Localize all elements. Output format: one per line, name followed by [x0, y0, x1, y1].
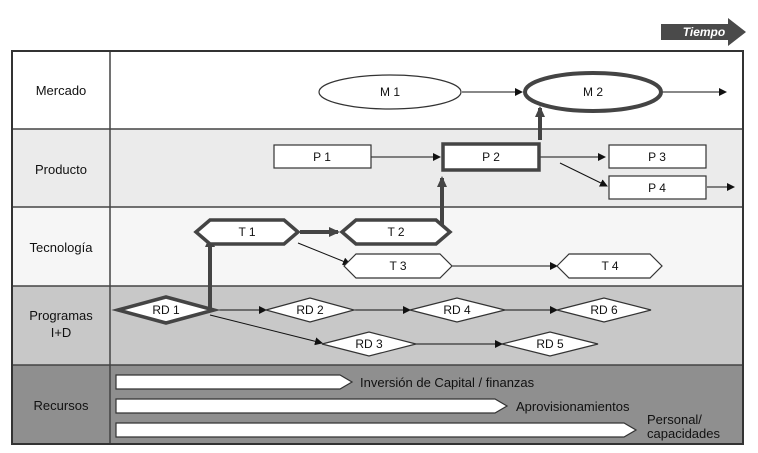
- product-p2-label: P 2: [482, 150, 500, 164]
- technology-t1-label: T 1: [238, 225, 255, 239]
- row-label-programas-line2: I+D: [51, 325, 72, 340]
- program-rd6-node: [556, 297, 652, 323]
- product-p1-node: [273, 144, 372, 169]
- row-label-producto: Producto: [35, 162, 87, 177]
- timeline-arrow: Tiempo: [661, 18, 746, 46]
- program-rd3-label: RD 3: [355, 337, 383, 351]
- technology-t4-label: T 4: [601, 259, 618, 273]
- program-rd5-label: RD 5: [536, 337, 564, 351]
- technology-t3-label: T 3: [389, 259, 406, 273]
- resource-capital-bar: [115, 374, 354, 390]
- program-rd4-node: [409, 297, 506, 323]
- product-p1-label: P 1: [313, 150, 331, 164]
- program-rd5-node: [501, 331, 599, 357]
- market-m2-node: [523, 71, 663, 113]
- market-m2-label: M 2: [583, 85, 603, 99]
- resource-staff-bar: [115, 422, 638, 438]
- row-label-tecnologia: Tecnología: [30, 240, 94, 255]
- program-rd1-label: RD 1: [152, 303, 180, 317]
- product-p4-node: [608, 175, 707, 200]
- product-items: P 1 P 2 P 3 P 4: [273, 142, 707, 200]
- resource-supply-bar: [115, 398, 509, 414]
- timeline-label: Tiempo: [683, 25, 725, 39]
- technology-t3-node: [343, 253, 453, 279]
- resource-capital-label: Inversión de Capital / finanzas: [360, 375, 535, 390]
- technology-t4-node: [556, 253, 663, 279]
- row-label-mercado: Mercado: [36, 83, 87, 98]
- row-label-recursos: Recursos: [34, 398, 89, 413]
- row-labels: Mercado Producto Tecnología Programas I+…: [29, 83, 93, 413]
- program-rd2-label: RD 2: [296, 303, 324, 317]
- row-label-programas-line1: Programas: [29, 308, 93, 323]
- technology-t1-node: [193, 218, 301, 246]
- market-items: M 1 M 2: [318, 71, 663, 113]
- technology-t2-node: [339, 218, 453, 246]
- product-p3-label: P 3: [648, 150, 666, 164]
- resource-staff-label-line2: capacidades: [647, 426, 720, 441]
- resource-supply-label: Aprovisionamientos: [516, 399, 630, 414]
- program-rd6-label: RD 6: [590, 303, 618, 317]
- program-rd3-node: [321, 331, 417, 357]
- resource-staff-label-line1: Personal/: [647, 412, 702, 427]
- technology-t2-label: T 2: [387, 225, 404, 239]
- technology-items: T 1 T 2 T 3 T 4: [193, 218, 663, 279]
- market-m1-label: M 1: [380, 85, 400, 99]
- product-p2-node: [441, 142, 541, 172]
- program-items: RD 1 RD 2 RD 4 RD 6 RD 3 RD 5: [111, 295, 652, 357]
- market-m1-node: [318, 74, 462, 110]
- resource-items: Inversión de Capital / finanzas Aprovisi…: [115, 374, 720, 441]
- product-p4-label: P 4: [648, 181, 666, 195]
- program-rd1-node: [111, 295, 221, 325]
- program-rd4-label: RD 4: [443, 303, 471, 317]
- product-p3-node: [608, 144, 707, 169]
- connectors: [209, 88, 735, 348]
- program-rd2-node: [263, 297, 357, 323]
